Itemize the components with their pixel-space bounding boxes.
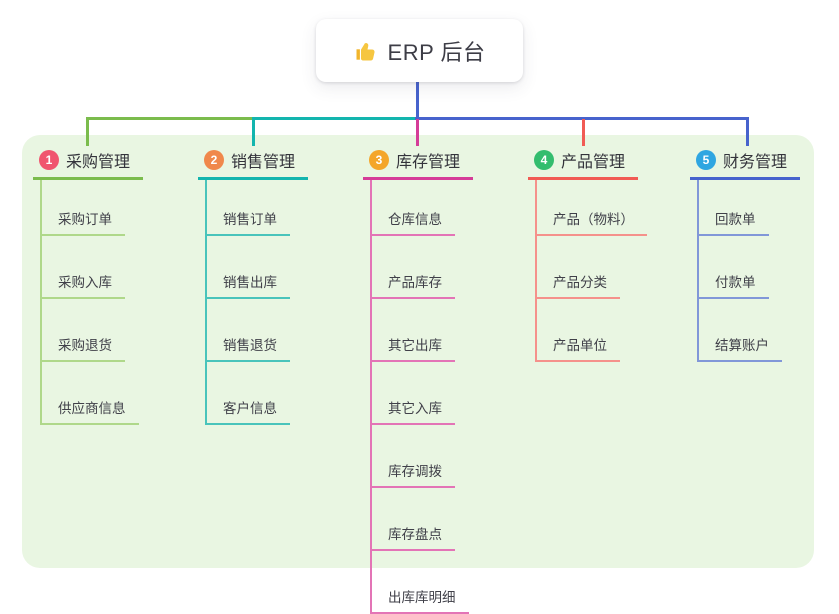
branch-5-drop-line: [745, 119, 749, 146]
thumbs-up-icon: [354, 39, 378, 63]
root-node[interactable]: ERP 后台: [316, 19, 523, 82]
branch-2-topic-label: 销售管理: [231, 154, 296, 171]
branch-5-badge: 5: [696, 150, 716, 170]
branch-2: 2 销售管理销售订单销售出库销售退货客户信息: [198, 146, 309, 425]
branch-3-topic[interactable]: 3 库存管理: [363, 146, 474, 180]
child-node[interactable]: 产品分类: [537, 236, 620, 299]
child-node[interactable]: 采购订单: [42, 180, 125, 236]
child-node[interactable]: 出库库明细: [372, 551, 469, 614]
branch-4-drop-line: [581, 119, 585, 146]
child-node[interactable]: 其它出库: [372, 299, 455, 362]
branch-4-topic-label: 产品管理: [561, 154, 626, 171]
branches-panel: [22, 135, 814, 568]
child-node[interactable]: 销售退货: [207, 299, 290, 362]
child-node[interactable]: 供应商信息: [42, 362, 139, 425]
branch-4: 4 产品管理产品（物料）产品分类产品单位: [528, 146, 647, 362]
root-label: ERP 后台: [387, 39, 486, 65]
bus-segment-teal: [251, 117, 418, 120]
branch-1-topic[interactable]: 1 采购管理: [33, 146, 144, 180]
root-stem-line: [416, 82, 419, 120]
child-node[interactable]: 销售出库: [207, 236, 290, 299]
branch-5: 5 财务管理回款单付款单结算账户: [690, 146, 801, 362]
branch-5-topic[interactable]: 5 财务管理: [690, 146, 801, 180]
child-node[interactable]: 销售订单: [207, 180, 290, 236]
child-node[interactable]: 库存调拨: [372, 425, 455, 488]
child-node[interactable]: 付款单: [699, 236, 769, 299]
child-node[interactable]: 采购退货: [42, 299, 125, 362]
child-node[interactable]: 结算账户: [699, 299, 782, 362]
child-node[interactable]: 采购入库: [42, 236, 125, 299]
child-node[interactable]: 客户信息: [207, 362, 290, 425]
branch-2-badge: 2: [204, 150, 224, 170]
branch-1-drop-line: [85, 119, 89, 146]
branch-2-drop-line: [251, 119, 255, 146]
branch-1-children: 采购订单采购入库采购退货供应商信息: [40, 180, 139, 425]
branch-1: 1 采购管理采购订单采购入库采购退货供应商信息: [33, 146, 144, 425]
branch-4-badge: 4: [534, 150, 554, 170]
branch-5-topic-label: 财务管理: [723, 154, 788, 171]
branch-3-drop-line: [415, 119, 419, 146]
branch-3-topic-label: 库存管理: [396, 154, 461, 171]
branch-3-badge: 3: [369, 150, 389, 170]
child-node[interactable]: 其它入库: [372, 362, 455, 425]
child-node[interactable]: 产品库存: [372, 236, 455, 299]
child-node[interactable]: 产品单位: [537, 299, 620, 362]
child-node[interactable]: 库存盘点: [372, 488, 455, 551]
branch-4-topic[interactable]: 4 产品管理: [528, 146, 639, 180]
branch-1-topic-label: 采购管理: [66, 154, 131, 171]
branch-1-badge: 1: [39, 150, 59, 170]
child-node[interactable]: 回款单: [699, 180, 769, 236]
child-node[interactable]: 产品（物料）: [537, 180, 647, 236]
bus-segment-blue: [414, 117, 749, 120]
branch-4-children: 产品（物料）产品分类产品单位: [535, 180, 647, 362]
branch-3-children: 仓库信息产品库存其它出库其它入库库存调拨库存盘点出库库明细: [370, 180, 469, 614]
branch-3: 3 库存管理仓库信息产品库存其它出库其它入库库存调拨库存盘点出库库明细: [363, 146, 474, 614]
child-node[interactable]: 仓库信息: [372, 180, 455, 236]
branch-2-topic[interactable]: 2 销售管理: [198, 146, 309, 180]
branch-5-children: 回款单付款单结算账户: [697, 180, 782, 362]
branch-2-children: 销售订单销售出库销售退货客户信息: [205, 180, 290, 425]
bus-segment-green: [85, 117, 255, 120]
